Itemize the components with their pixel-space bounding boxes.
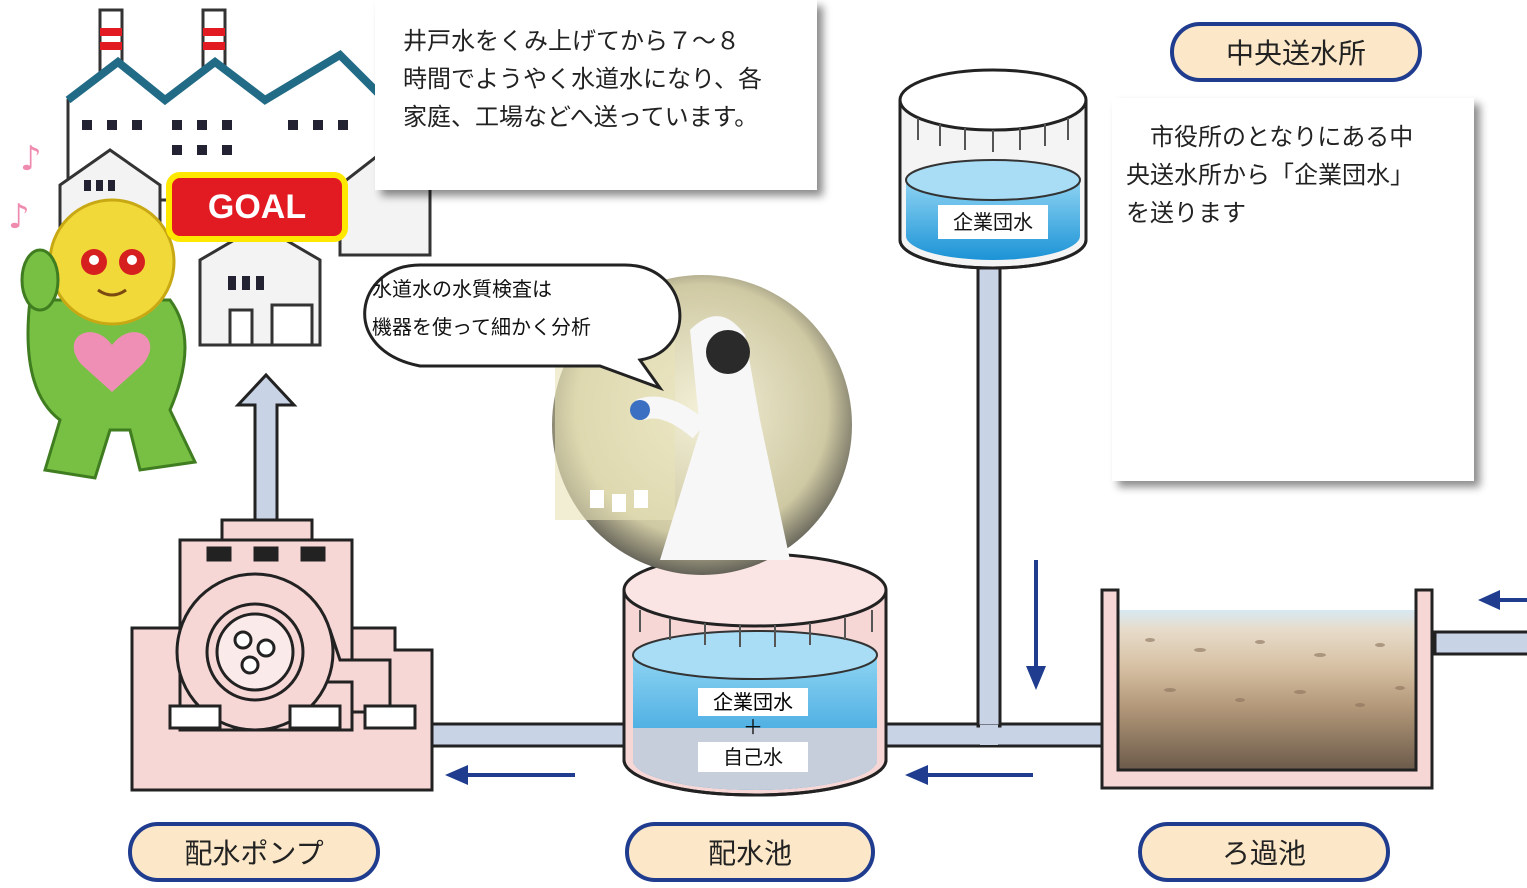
- distribution-label-plus: ＋: [743, 715, 763, 739]
- pipe-filter-inlet: [1433, 630, 1527, 656]
- pump-label-text: 配水ポンプ: [184, 837, 324, 870]
- speech-bubble-line-2: 機器を使って細かく分析: [372, 315, 591, 339]
- pump: [130, 518, 434, 792]
- central-station-title: 中央送水所: [1170, 22, 1422, 82]
- top-callout: 井戸水をくみ上げてから７～８ 時間でようやく水道水になり、各 家庭、工場などへ送…: [375, 0, 817, 190]
- central-station-desc-line-3: を送ります: [1126, 199, 1246, 227]
- pump-label: 配水ポンプ: [128, 822, 380, 882]
- distribution-tank-label: 企業団水: [698, 688, 808, 716]
- svg-text:♪: ♪: [8, 197, 30, 237]
- filter-label: ろ過池: [1138, 822, 1390, 882]
- top-callout-line-3: 家庭、工場などへ送っています。: [403, 103, 759, 131]
- speech-bubble-shape: [363, 263, 682, 392]
- central-station-desc-line-2: 央送水所から「企業団水」: [1126, 161, 1414, 189]
- speech-bubble: 水道水の水質検査は 機器を使って細かく分析: [372, 270, 682, 346]
- arrow-to-pump: [445, 765, 575, 785]
- music-notes: ♪ ♪: [8, 139, 42, 237]
- distribution-label-top: 企業団水: [713, 690, 793, 714]
- top-callout-line-1: 井戸水をくみ上げてから７～８: [403, 27, 740, 55]
- distribution-label-bottom: 自己水: [698, 742, 808, 772]
- pipe-pump-reservoir: [428, 722, 632, 748]
- arrow-into-filter: [1478, 590, 1527, 610]
- arrow-down-pipe: [1026, 560, 1046, 690]
- filter-basin: [1100, 588, 1434, 790]
- mascot: [20, 198, 198, 480]
- goal-badge-text: GOAL: [207, 187, 307, 226]
- arrow-to-reservoir: [905, 765, 1033, 785]
- flow-arrows: [445, 560, 1527, 785]
- central-station-callout: 市役所のとなりにある中 央送水所から「企業団水」 を送ります: [1112, 98, 1474, 481]
- speech-bubble-line-1: 水道水の水質検査は: [372, 277, 552, 301]
- goal-badge: GOAL: [166, 172, 348, 242]
- pump-up-arrow: [234, 372, 298, 542]
- svg-text:♪: ♪: [20, 139, 42, 179]
- central-station-title-text: 中央送水所: [1225, 37, 1366, 70]
- elevated-tank-label: 企業団水: [938, 205, 1048, 239]
- reservoir-label: 配水池: [625, 822, 875, 882]
- reservoir-label-text: 配水池: [707, 837, 792, 870]
- top-callout-line-2: 時間でようやく水道水になり、各: [403, 65, 763, 93]
- pipe-vertical-tank: [976, 266, 1002, 728]
- filter-label-text: ろ過池: [1221, 837, 1306, 870]
- central-station-desc-line-1: 市役所のとなりにある中: [1126, 123, 1414, 151]
